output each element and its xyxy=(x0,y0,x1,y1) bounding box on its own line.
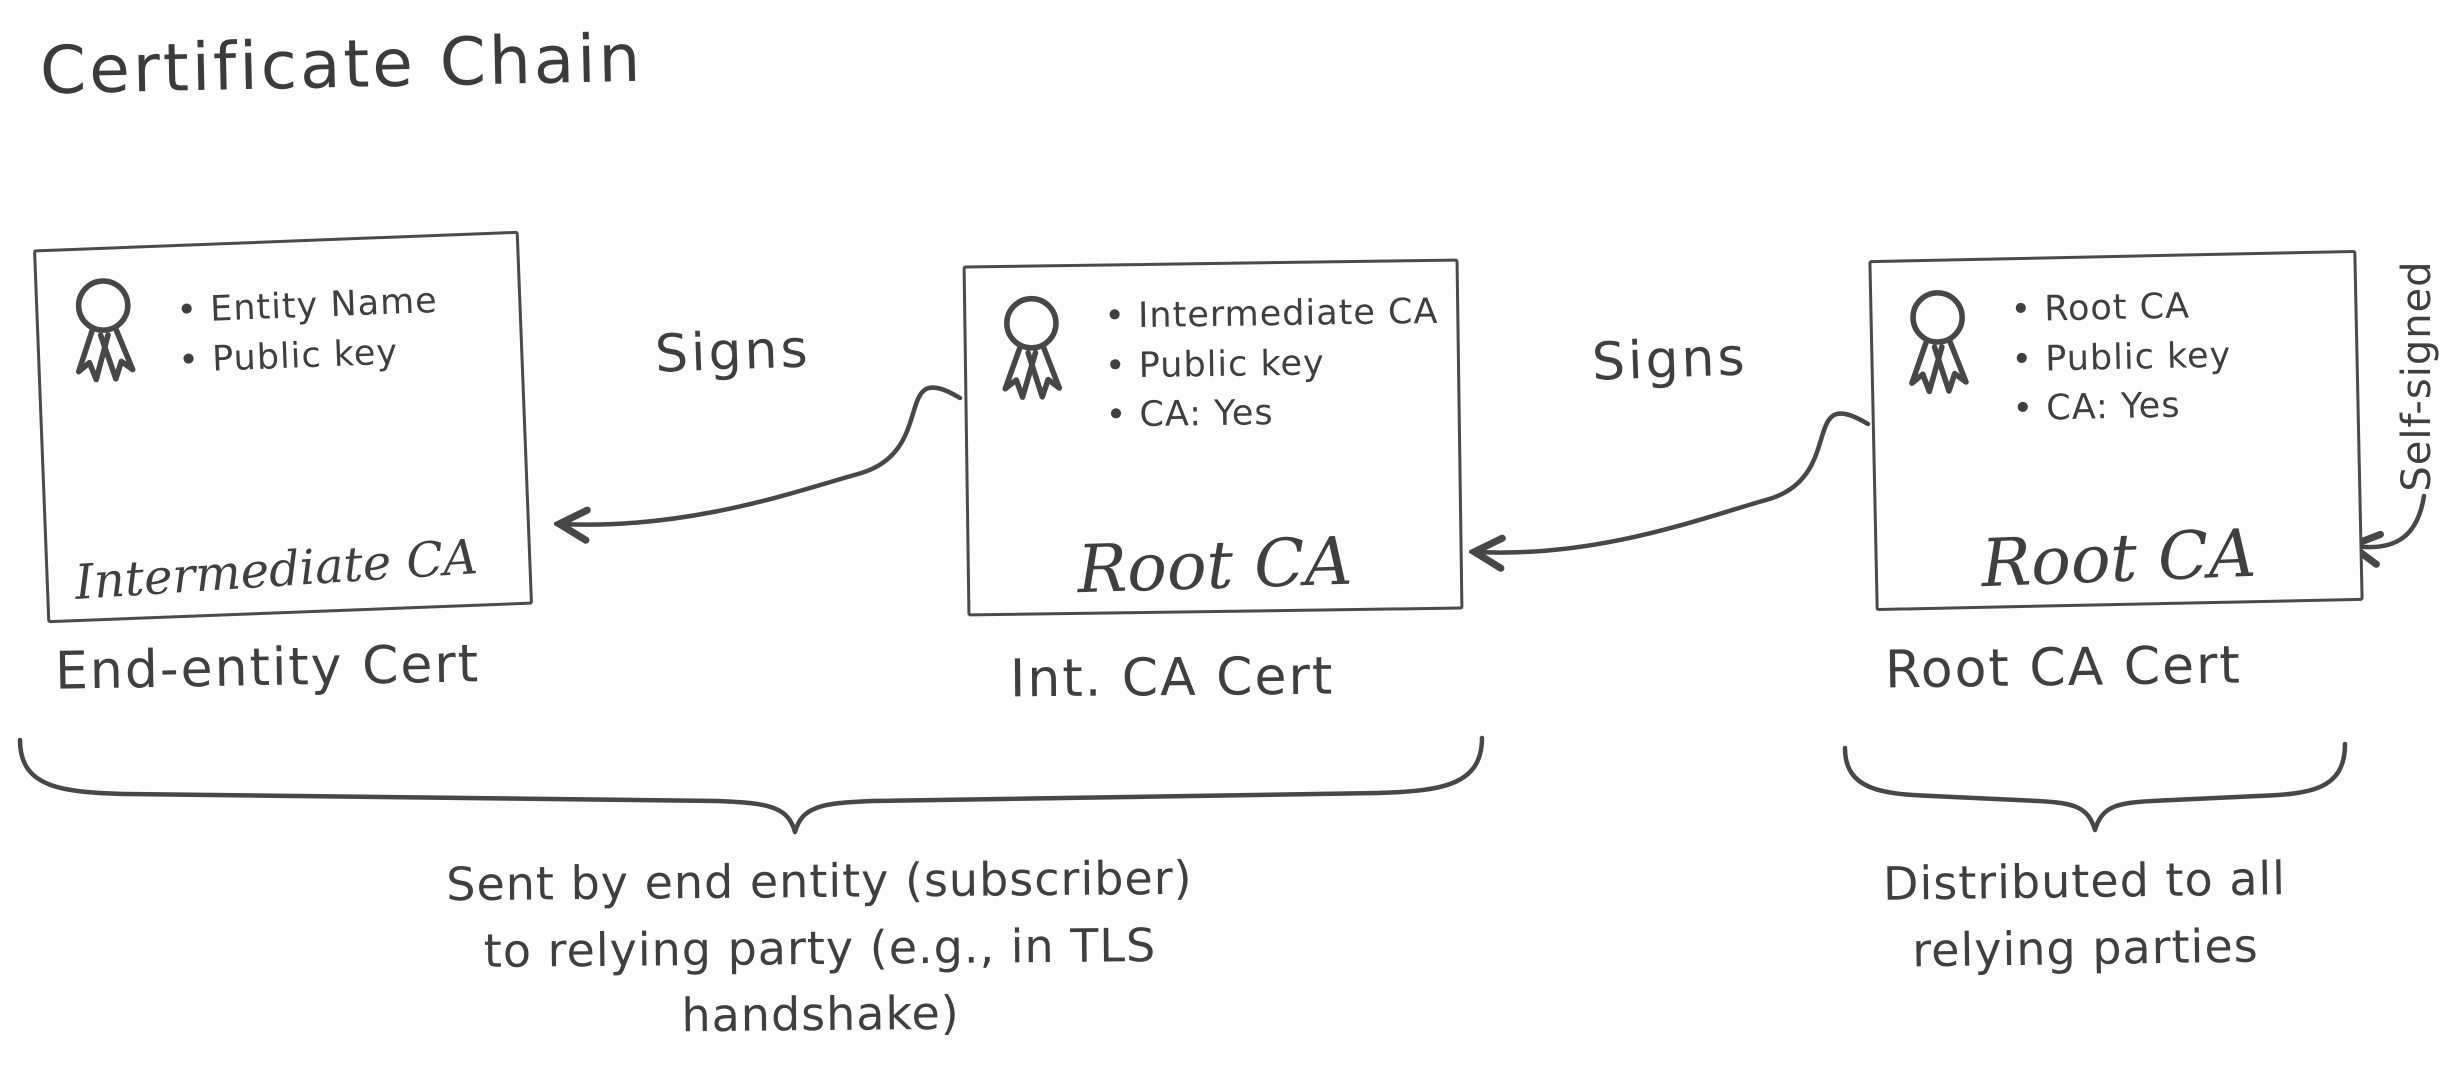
cert-caption-end-entity: End-entity Cert xyxy=(54,634,481,702)
cert-signer-signature: Root CA xyxy=(1979,514,2258,603)
cert-card-root-ca: Root CA Public key CA: Yes Root CA xyxy=(1868,249,2364,612)
signs-arrow-2 xyxy=(1477,411,1871,552)
cert-signer-signature: Intermediate CA xyxy=(73,529,480,611)
signs-arrow-1 xyxy=(562,385,963,524)
cert-field: Intermediate CA xyxy=(1104,288,1439,342)
root-distribution-note: Distributed to all relying parties xyxy=(1734,843,2436,986)
certificate-rosette-icon xyxy=(1002,295,1063,400)
certificate-rosette-icon xyxy=(75,278,136,383)
chain-distribution-note: Sent by end entity (subscriber) to relyi… xyxy=(339,844,1301,1052)
cert-field: Public key xyxy=(177,327,440,387)
cert-field: Root CA xyxy=(2010,282,2231,336)
signs-label-1: Signs xyxy=(654,319,812,385)
cert-field: Public key xyxy=(1105,338,1440,392)
cert-field-list: Root CA Public key CA: Yes xyxy=(2010,282,2233,436)
chain-distribution-note-line2: to relying party (e.g., in TLS handshake… xyxy=(483,917,1157,1043)
cert-field-list: Entity Name Public key xyxy=(176,277,441,386)
chain-distribution-note-line1: Sent by end entity (subscriber) xyxy=(446,850,1193,912)
root-distribution-note-line2: relying parties xyxy=(1911,918,2259,978)
cert-field-list: Intermediate CA Public key CA: Yes xyxy=(1104,288,1440,442)
cert-caption-root-ca: Root CA Cert xyxy=(1884,635,2243,701)
certificate-rosette-icon xyxy=(1909,290,1969,395)
cert-caption-intermediate-ca: Int. CA Cert xyxy=(1009,646,1335,710)
diagram-title: Certificate Chain xyxy=(39,19,645,110)
cert-card-intermediate-ca: Intermediate CA Public key CA: Yes Root … xyxy=(962,258,1464,617)
cert-field: Entity Name xyxy=(176,277,439,337)
self-signed-label: Self-signed xyxy=(2394,260,2440,492)
cert-field: CA: Yes xyxy=(2012,381,2233,435)
cert-card-end-entity: Entity Name Public key Intermediate CA xyxy=(33,230,533,624)
signs-label-2: Signs xyxy=(1591,327,1749,393)
cert-field: CA: Yes xyxy=(1105,387,1440,441)
root-brace xyxy=(1842,741,2348,833)
cert-field: Public key xyxy=(2011,331,2232,385)
chain-brace xyxy=(17,735,1485,835)
root-distribution-note-line1: Distributed to all xyxy=(1882,851,2287,911)
cert-signer-signature: Root CA xyxy=(1076,522,1354,609)
